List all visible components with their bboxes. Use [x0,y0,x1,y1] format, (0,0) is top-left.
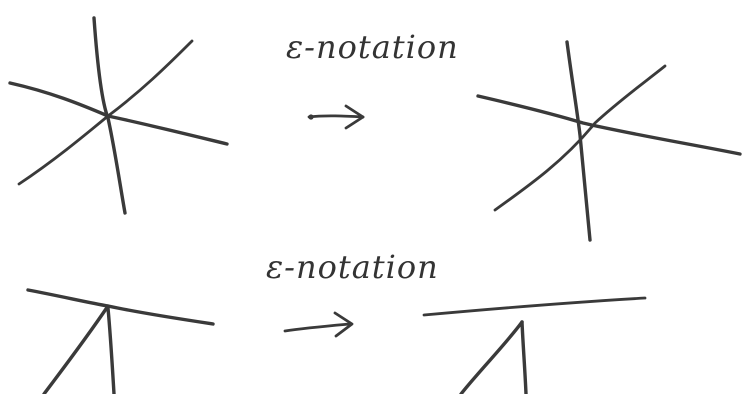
bottom-right-separated-lines [422,296,647,394]
top-arrow-tail-dot [308,114,314,120]
top-arrow-head [344,104,365,130]
bottom-right-vertical-line [520,320,528,394]
top-right-perturbed-crossing [476,40,742,242]
bottom-right-diagonal-line [459,320,524,394]
top-left-steep-line [92,16,127,215]
bottom-arrow [283,311,354,338]
bottom-right-horizontal-line [422,296,647,317]
top-right-steep-line [565,40,592,242]
top-arrow [307,104,365,130]
top-left-diagonal-line [17,39,194,186]
bottom-left-touching-lines [26,288,215,394]
bottom-left-vertical-line [106,306,116,394]
bottom-left-diagonal-line [42,304,110,394]
bottom-rotation-label: ε-notation [266,248,439,286]
top-arrow-shaft [307,114,365,119]
bottom-arrow-head [333,311,354,338]
bottom-arrow-shaft [283,322,352,333]
top-right-diagonal-line [493,64,667,212]
top-rotation-label: ε-notation [286,28,459,66]
bottom-left-horizontal-line [26,288,215,326]
top-right-horizontal-line [476,94,742,156]
top-left-three-line-crossing [8,16,229,215]
top-left-horizontal-line [8,81,229,146]
